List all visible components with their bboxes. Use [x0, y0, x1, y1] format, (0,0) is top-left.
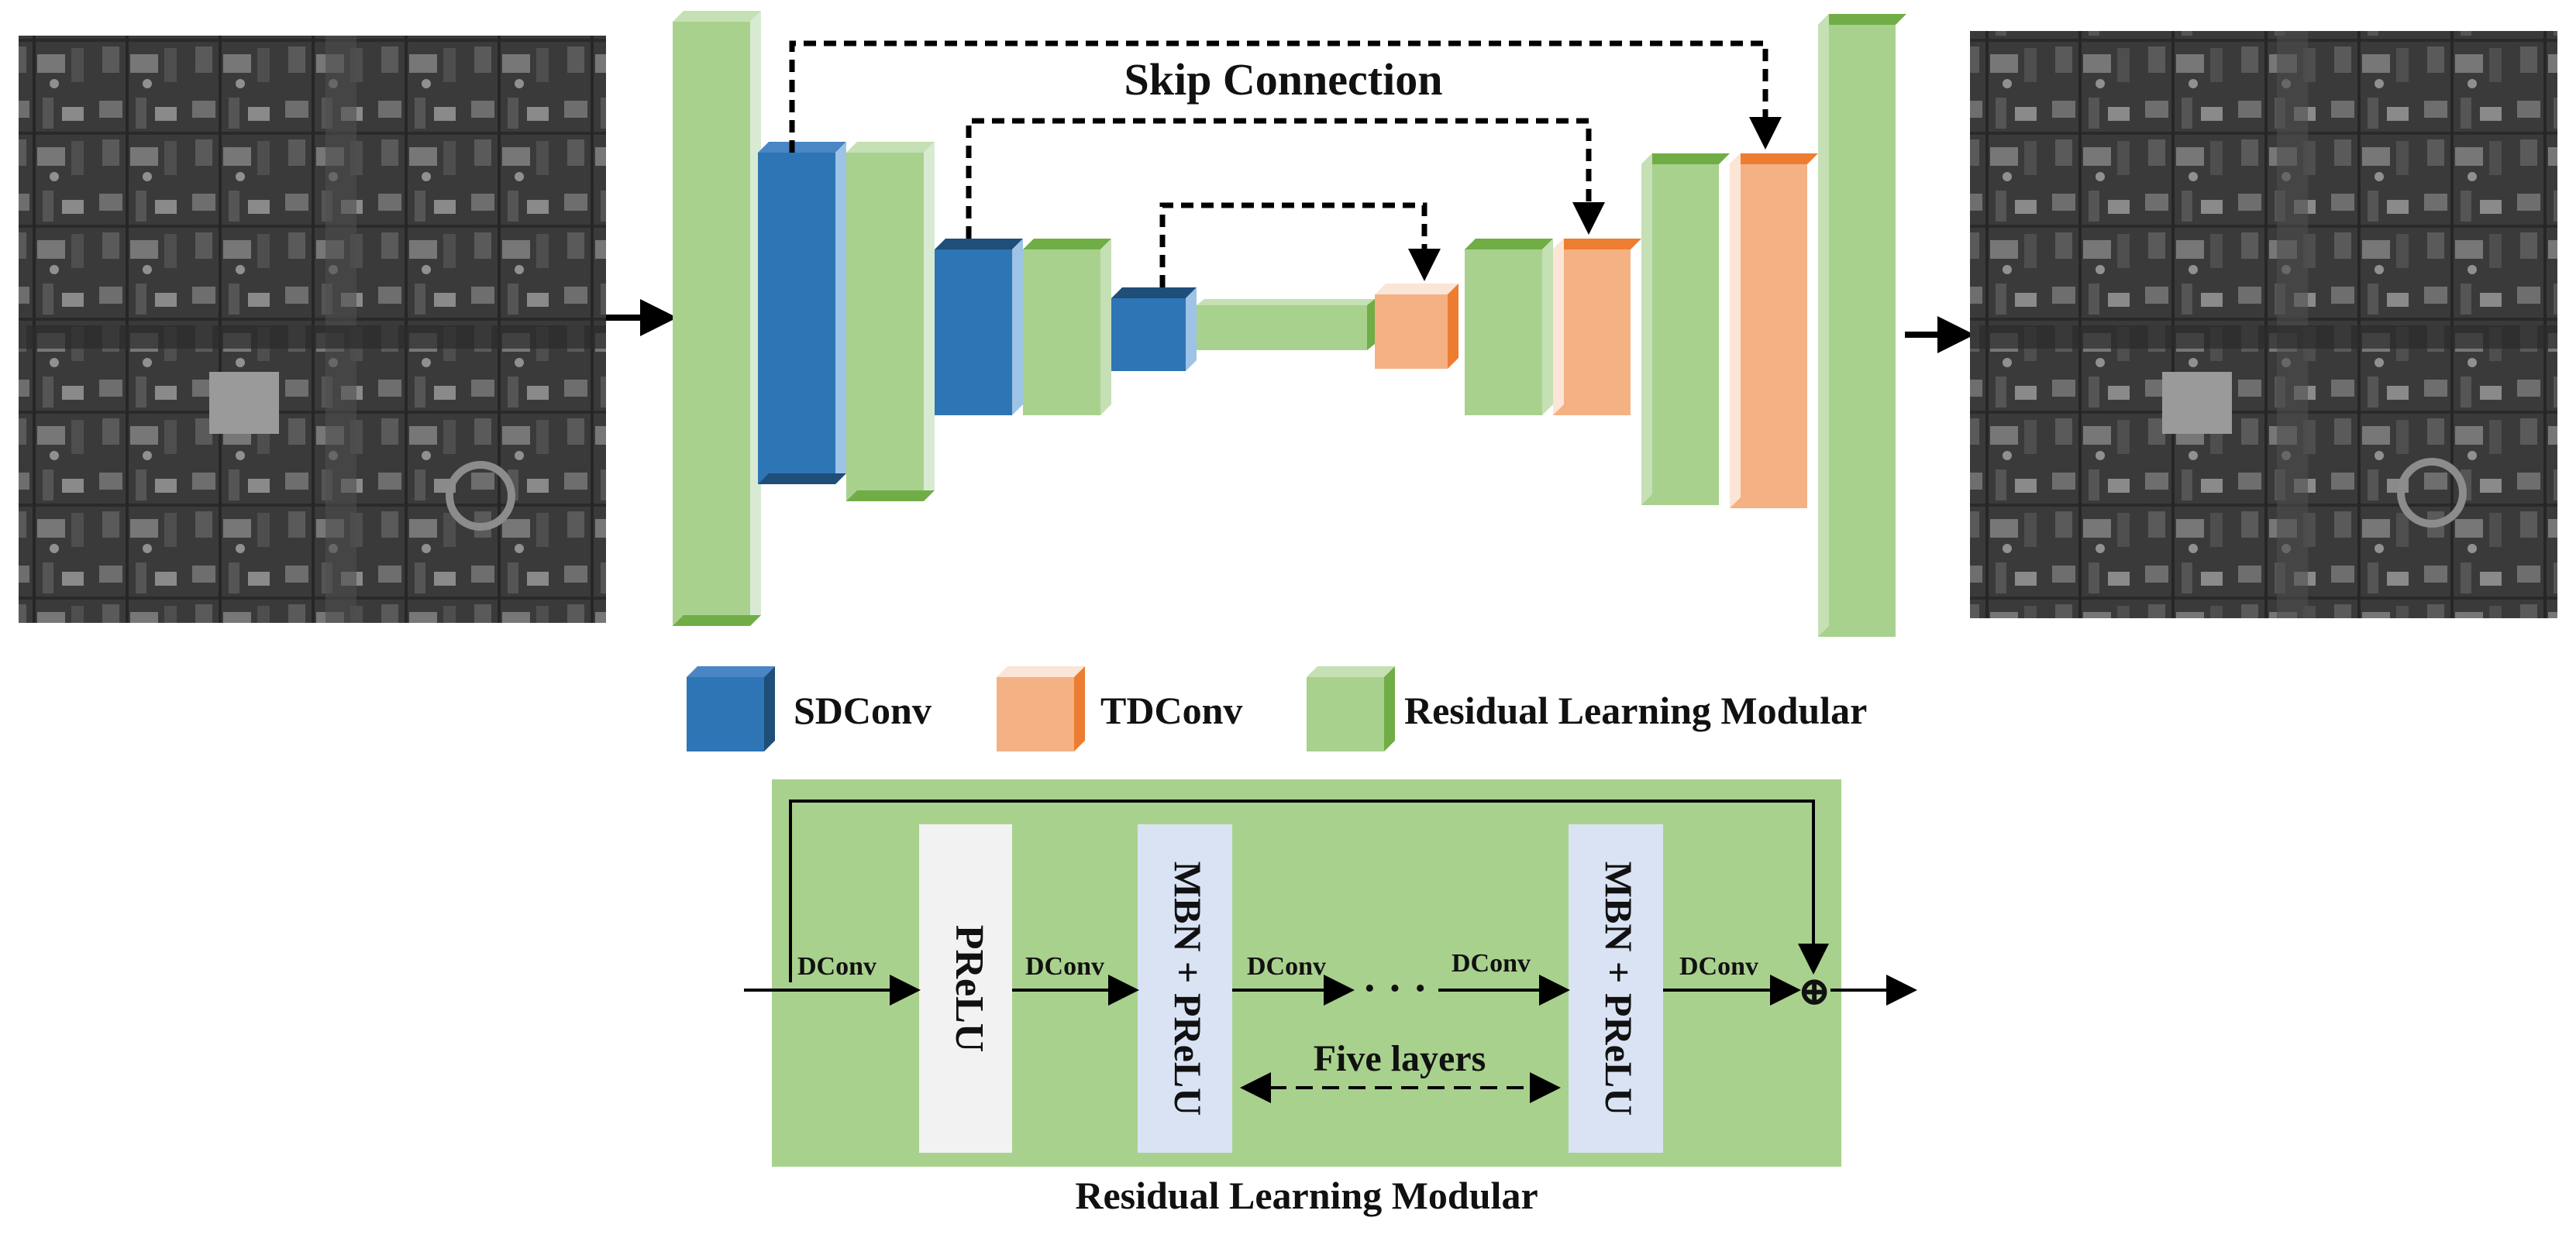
block-residual-4 [1465, 239, 1553, 415]
input-image [19, 36, 606, 623]
mbn-prelu-box-last [1569, 824, 1663, 1153]
legend-residual-swatch [1307, 666, 1395, 751]
dconv-label-4: DConv [1452, 949, 1531, 978]
mbn-prelu-label-last: MBN + PReLU [1597, 861, 1641, 1116]
skip-connection-inner [1159, 202, 1441, 287]
block-sdconv-2 [935, 239, 1023, 415]
legend: SDConv TDConv Residual Learning Modular [687, 666, 1867, 751]
five-layers-label: Five layers [1314, 1038, 1486, 1079]
block-tdconv-1 [1375, 284, 1458, 369]
legend-sdconv-label: SDConv [794, 689, 932, 732]
block-sdconv-3 [1111, 287, 1197, 371]
block-residual-5 [1641, 153, 1730, 505]
dconv-label-1: DConv [797, 952, 876, 981]
dconv-label-2: DConv [1025, 952, 1104, 981]
legend-tdconv-swatch [997, 666, 1085, 751]
block-tdconv-3 [1730, 153, 1818, 508]
dconv-label-3: DConv [1247, 952, 1326, 981]
output-image [1970, 31, 2557, 618]
legend-tdconv-label: TDConv [1100, 689, 1242, 732]
block-residual-1 [673, 11, 761, 626]
block-sdconv-1 [758, 142, 846, 484]
legend-residual-label: Residual Learning Modular [1404, 689, 1867, 732]
block-tdconv-2 [1553, 239, 1641, 415]
sum-icon: ⊕ [1797, 970, 1831, 1014]
legend-sdconv-swatch [687, 666, 775, 751]
residual-shortcut-line [789, 800, 1829, 982]
block-residual-2 [846, 142, 935, 501]
mbn-prelu-box-first [1138, 824, 1232, 1153]
skip-connection-middle [966, 118, 1605, 239]
block-residual-3 [1023, 239, 1111, 415]
dconv-label-5: DConv [1679, 952, 1758, 981]
prelu-label: PReLU [947, 925, 991, 1053]
skip-connection-label: Skip Connection [1124, 54, 1443, 105]
mbn-prelu-label-first: MBN + PReLU [1166, 861, 1210, 1116]
skip-connection-outer [789, 40, 1782, 153]
residual-module-caption: Residual Learning Modular [1075, 1174, 1538, 1217]
block-residual-6 [1818, 14, 1906, 637]
ellipsis: · · · [1362, 965, 1427, 1013]
skip-connections [789, 40, 1782, 287]
prelu-box [919, 824, 1012, 1153]
block-bottleneck-residual [1197, 299, 1375, 350]
residual-module: PReLU MBN + PReLU MBN + PReLU DConv DCon… [744, 779, 1917, 1167]
